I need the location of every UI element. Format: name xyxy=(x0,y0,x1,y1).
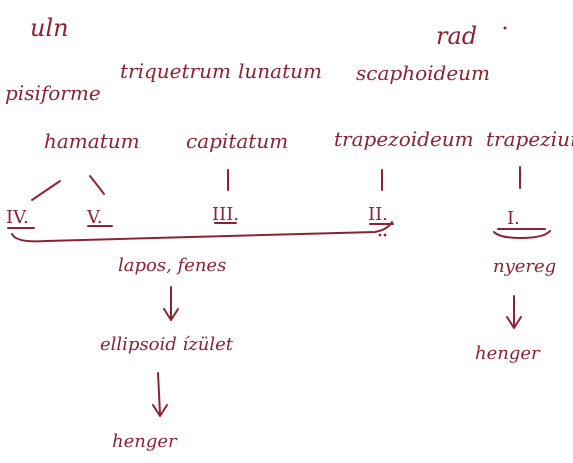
metacarpal-i: I. xyxy=(507,208,520,229)
radius-label-dot xyxy=(503,26,507,30)
bracket-dot-1 xyxy=(378,233,382,237)
proximal-bone-scaphoideum: scaphoideum xyxy=(356,61,490,85)
proximal-bone-pisiforme: pisiforme xyxy=(5,81,101,105)
radius-label: rad xyxy=(436,22,477,50)
left-group-bracket xyxy=(11,221,393,243)
proximal-bone-triquetrum: triquetrum xyxy=(120,59,231,83)
right-group-bracket xyxy=(493,230,551,239)
bracket-dot-2 xyxy=(383,233,387,237)
hamatum-to-iv-line xyxy=(31,180,61,201)
ulna-label: uln xyxy=(30,14,69,42)
left-arrow-2-shaft xyxy=(157,372,161,415)
left-group-label: lapos, fenes xyxy=(118,255,226,276)
left-result-label: henger xyxy=(112,431,178,452)
left-arrow-1-head xyxy=(163,308,179,321)
metacarpal-iii: III. xyxy=(212,204,239,225)
distal-bone-hamatum: hamatum xyxy=(44,129,140,153)
distal-bone-trapezium: trapezium xyxy=(486,127,573,151)
right-result-label: henger xyxy=(475,343,541,364)
metacarpal-iv: IV. xyxy=(6,207,29,228)
metacarpal-v: V. xyxy=(86,207,103,228)
proximal-bone-lunatum: lunatum xyxy=(238,59,322,83)
right-group-label: nyereg xyxy=(493,256,556,277)
distal-bone-trapezoideum: trapezoideum xyxy=(334,127,474,151)
right-arrow-head xyxy=(506,316,522,329)
distal-bone-capitatum: capitatum xyxy=(186,129,288,153)
left-joint-label: ellipsoid ízület xyxy=(100,334,234,355)
metacarpal-ii: II. xyxy=(368,204,388,225)
left-arrow-2-head xyxy=(152,404,168,417)
hamatum-to-v-line xyxy=(89,175,105,195)
